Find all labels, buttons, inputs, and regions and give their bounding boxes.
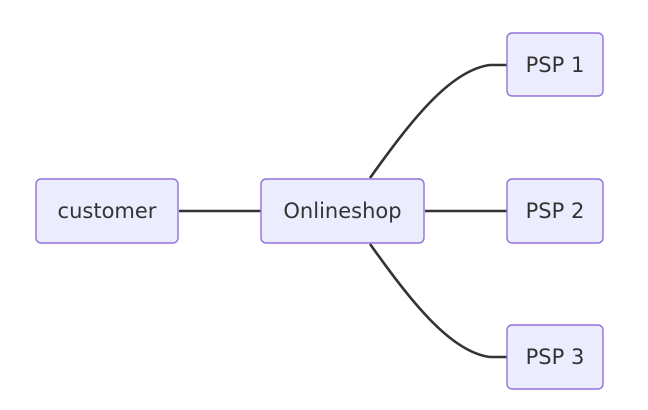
- node-psp3[interactable]: PSP 3: [506, 324, 604, 390]
- node-psp1-label: PSP 1: [526, 53, 585, 77]
- node-psp1-box: [506, 32, 604, 97]
- node-psp2-box: [506, 178, 604, 244]
- node-customer-box: [35, 178, 179, 244]
- node-psp2-label: PSP 2: [526, 199, 585, 223]
- edge-onlineshop-psp3: [368, 243, 507, 359]
- node-psp3-label: PSP 3: [526, 345, 585, 369]
- edges: [179, 63, 507, 359]
- node-customer[interactable]: customer: [35, 178, 179, 244]
- node-onlineshop-box: [260, 178, 425, 244]
- node-onlineshop[interactable]: Onlineshop: [260, 178, 425, 244]
- node-psp1[interactable]: PSP 1: [506, 32, 604, 97]
- node-psp2[interactable]: PSP 2: [506, 178, 604, 244]
- node-onlineshop-label: Onlineshop: [283, 199, 401, 223]
- node-psp3-box: [506, 324, 604, 390]
- node-customer-label: customer: [58, 199, 157, 223]
- edge-onlineshop-psp1: [368, 63, 507, 179]
